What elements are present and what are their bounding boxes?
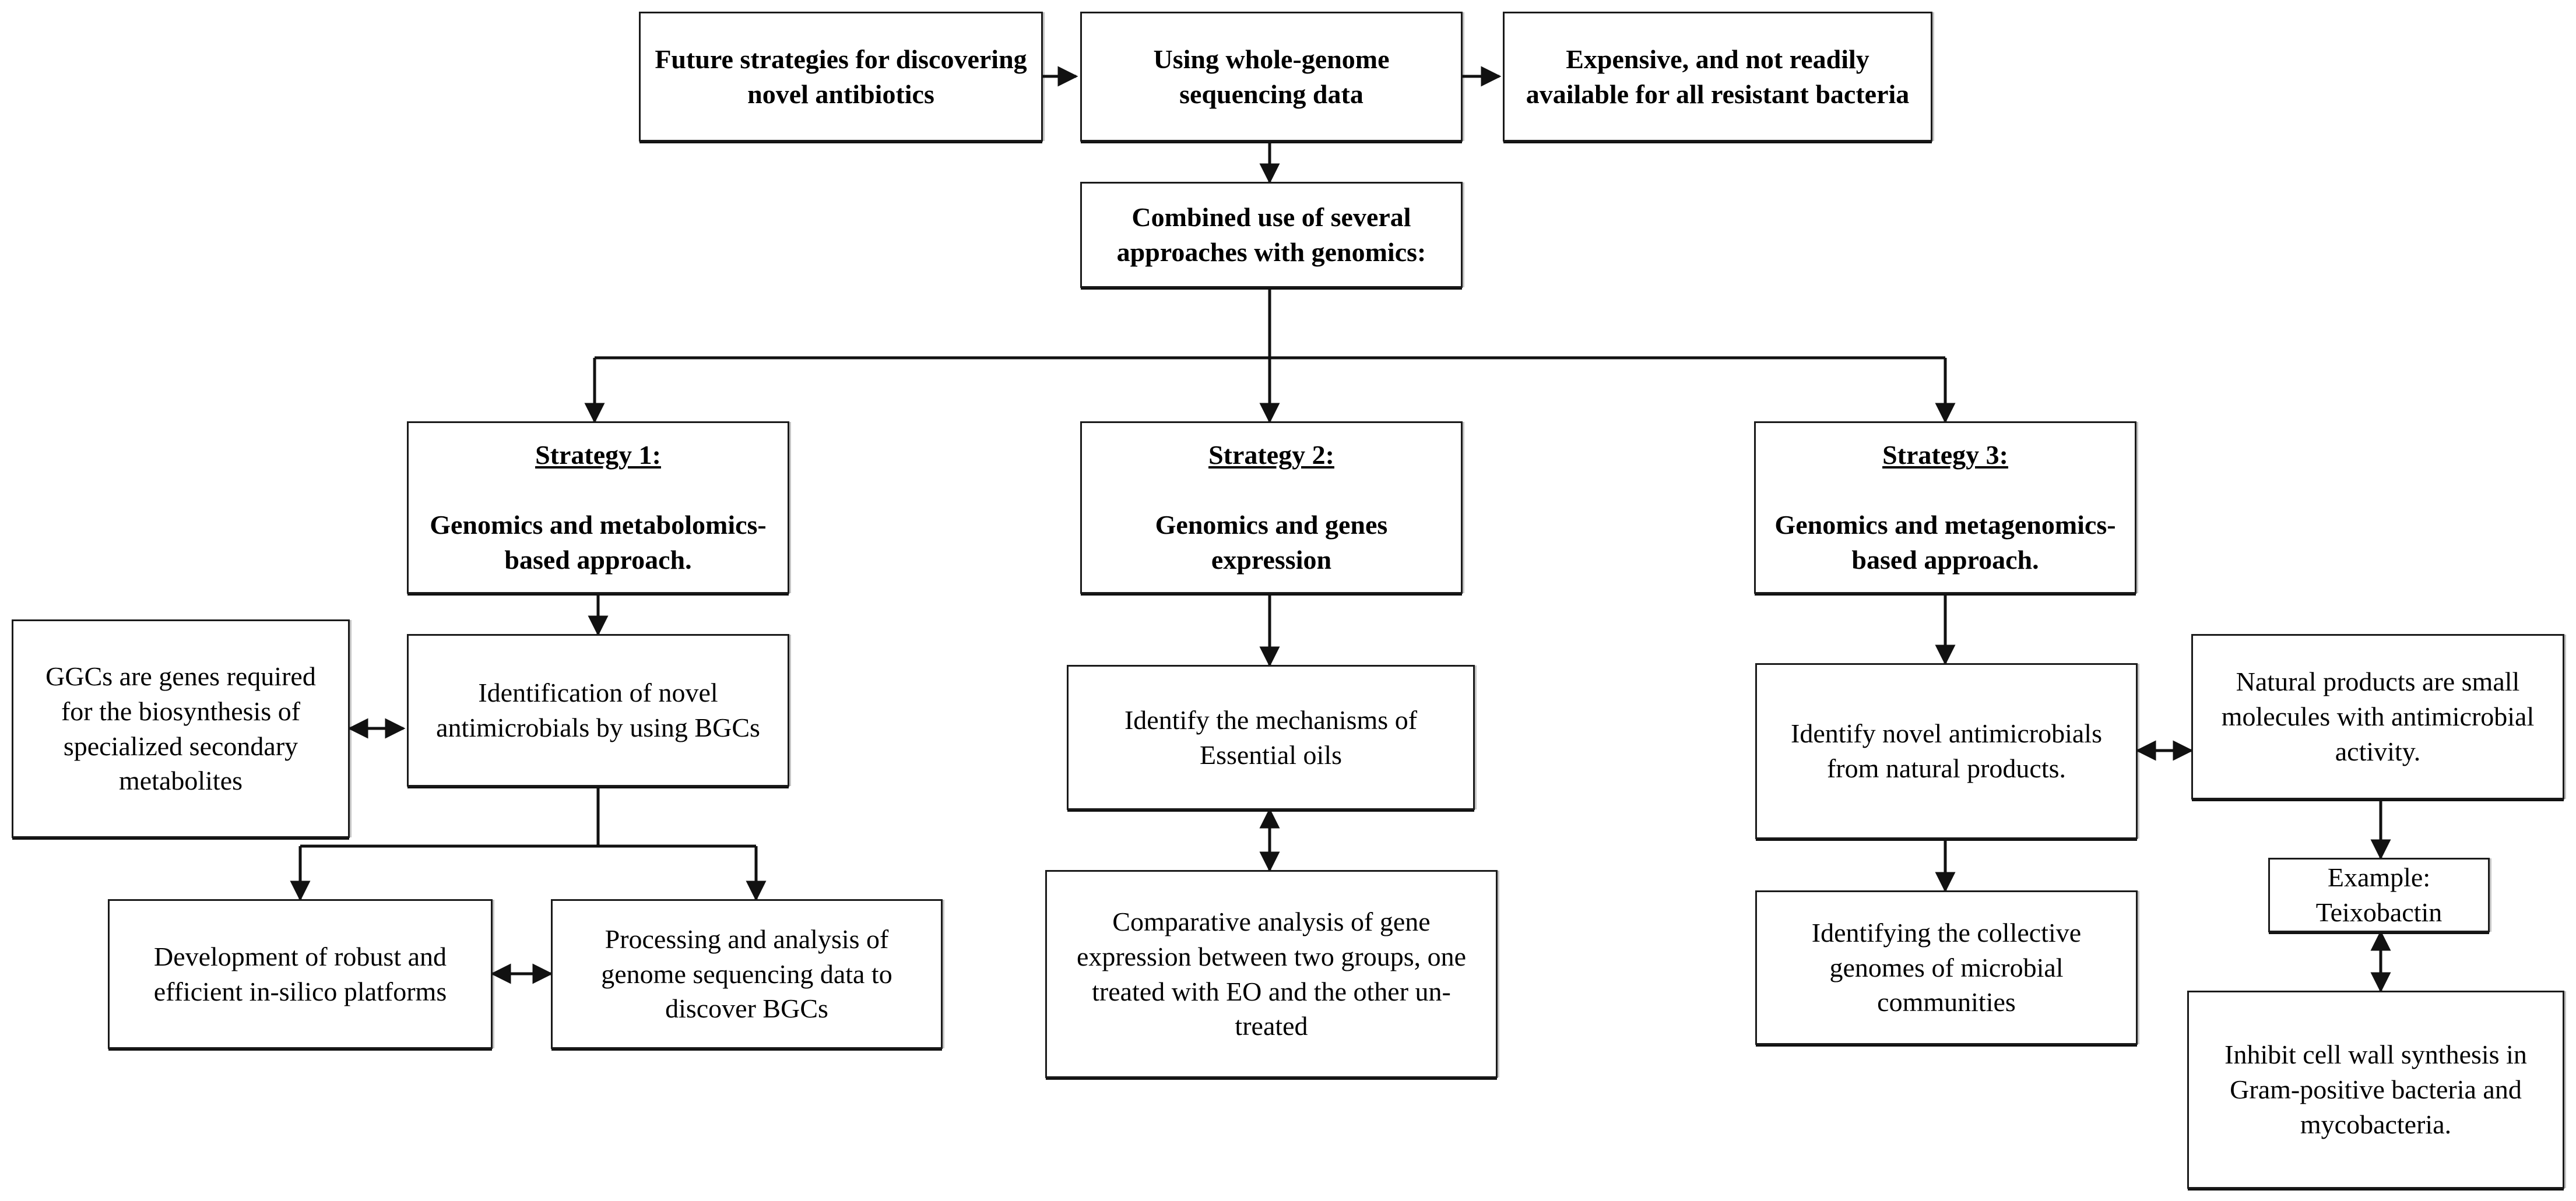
node-example-teixobactin-label: Example: Teixobactin <box>2315 862 2443 927</box>
node-identify-mechanisms-essential-oils[interactable]: Identify the mechanisms of Essential oil… <box>1067 665 1475 810</box>
node-strategy-3-heading: Strategy 3: <box>1882 440 2008 470</box>
node-example-teixobactin[interactable]: Example: Teixobactin <box>2268 858 2490 932</box>
node-whole-genome-sequencing[interactable]: Using whole-genome sequencing data <box>1080 12 1463 142</box>
node-identify-novel-antimicrobials-natural[interactable]: Identify novel antimicrobials from natur… <box>1755 663 2138 839</box>
node-whole-genome-sequencing-label: Using whole-genome sequencing data <box>1153 44 1390 109</box>
node-expensive-not-readily-available-label: Expensive, and not readily available for… <box>1526 44 1910 109</box>
node-comparative-analysis-gene-expression[interactable]: Comparative analysis of gene expression … <box>1045 870 1498 1078</box>
node-ggcs-definition-label: GGCs are genes required for the biosynth… <box>45 661 316 796</box>
node-strategy-1[interactable]: Strategy 1: Genomics and metabolomics- b… <box>407 421 789 594</box>
node-inhibit-cell-wall-synthesis[interactable]: Inhibit cell wall synthesis in Gram-posi… <box>2187 991 2564 1189</box>
node-strategy-3[interactable]: Strategy 3: Genomics and metagenomics- b… <box>1754 421 2136 594</box>
node-processing-analysis-bgcs-label: Processing and analysis of genome sequen… <box>601 924 892 1024</box>
node-processing-analysis-bgcs[interactable]: Processing and analysis of genome sequen… <box>551 899 943 1049</box>
node-strategy-3-body: Genomics and metagenomics- based approac… <box>1774 510 2116 575</box>
node-strategy-1-heading: Strategy 1: <box>535 440 661 470</box>
node-strategy-1-body: Genomics and metabolomics- based approac… <box>430 510 767 575</box>
node-identification-novel-antimicrobials[interactable]: Identification of novel antimicrobials b… <box>407 634 789 787</box>
node-natural-products-small-molecules-label: Natural products are small molecules wit… <box>2221 667 2535 766</box>
node-strategy-2-body: Genomics and genes expression <box>1155 510 1388 575</box>
node-comparative-analysis-gene-expression-label: Comparative analysis of gene expression … <box>1076 906 1467 1041</box>
node-in-silico-platforms[interactable]: Development of robust and efficient in-s… <box>108 899 493 1049</box>
node-inhibit-cell-wall-synthesis-label: Inhibit cell wall synthesis in Gram-posi… <box>2224 1040 2527 1139</box>
node-natural-products-small-molecules[interactable]: Natural products are small molecules wit… <box>2191 634 2564 800</box>
node-combined-use[interactable]: Combined use of several approaches with … <box>1080 182 1463 288</box>
node-identify-mechanisms-essential-oils-label: Identify the mechanisms of Essential oil… <box>1124 705 1418 770</box>
node-in-silico-platforms-label: Development of robust and efficient in-s… <box>153 941 447 1006</box>
node-expensive-not-readily-available[interactable]: Expensive, and not readily available for… <box>1503 12 1932 142</box>
node-combined-use-label: Combined use of several approaches with … <box>1116 202 1426 267</box>
node-identification-novel-antimicrobials-label: Identification of novel antimicrobials b… <box>436 678 760 742</box>
node-collective-genomes-microbial-label: Identifying the collective genomes of mi… <box>1811 917 2082 1017</box>
node-strategy-2-heading: Strategy 2: <box>1208 440 1334 470</box>
node-future-strategies-label: Future strategies for discovering novel … <box>655 44 1027 109</box>
node-collective-genomes-microbial[interactable]: Identifying the collective genomes of mi… <box>1755 890 2138 1045</box>
node-identify-novel-antimicrobials-natural-label: Identify novel antimicrobials from natur… <box>1791 719 2102 783</box>
node-ggcs-definition[interactable]: GGCs are genes required for the biosynth… <box>12 619 350 838</box>
node-strategy-2[interactable]: Strategy 2: Genomics and genes expressio… <box>1080 421 1463 594</box>
node-future-strategies[interactable]: Future strategies for discovering novel … <box>639 12 1043 142</box>
